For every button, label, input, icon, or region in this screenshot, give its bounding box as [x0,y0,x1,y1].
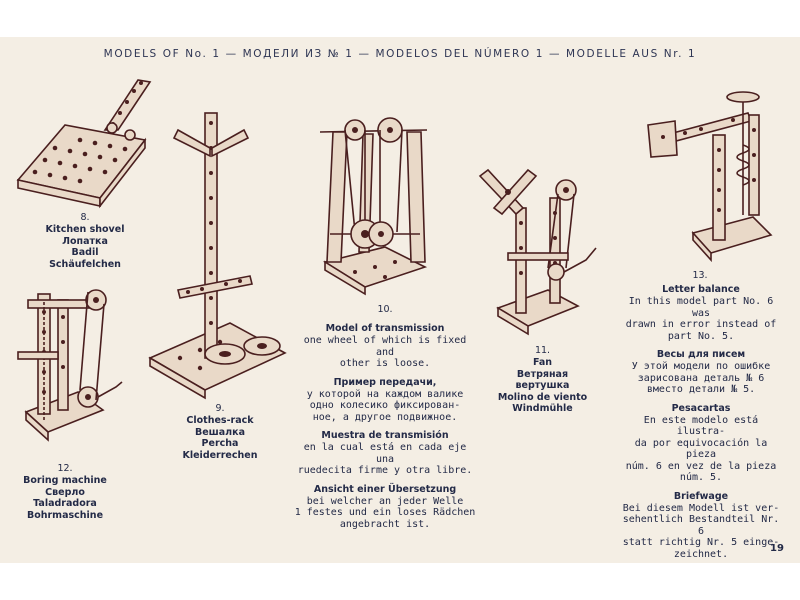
letter-balance-description: Letter balance In this model part No. 6 … [618,284,784,560]
clothes-rack-illustration [148,112,287,400]
model-11-name-ru1: Ветряная [516,368,569,380]
transmission-title-de: Ansicht einer Übersetzung [313,483,457,495]
transmission-text-de: bei welcher an jeder Welle 1 festes und … [294,495,476,530]
transmission-text-es: en la cual está en cada eje una ruedecit… [297,442,473,476]
model-12-caption: 12. Boring machine Сверло Taladradora Bo… [5,463,125,521]
model-12-name-de: Bohrmaschine [26,509,104,521]
letter-balance-text-en: In this model part No. 6 was drawn in er… [625,296,777,342]
model-13-caption: 13. [670,270,730,282]
model-11-name-es: Molino de viento [497,391,588,403]
model-9-name-en: Clothes-rack [186,415,254,426]
transmission-text-en: one wheel of which is fixed and other is… [303,335,467,369]
model-8-name-ru: Лопатка [62,235,108,247]
letter-balance-title-en: Letter balance [662,284,740,295]
model-9-number: 9. [215,403,225,414]
model-10-caption: 10. [355,304,415,316]
model-11-name-de: Windmühle [512,403,573,414]
page-number: 19 [770,543,784,554]
model-11-name-ru2: вертушка [515,380,570,391]
letter-balance-text-es: En este modelo está ilustra- da por equi… [625,414,777,484]
page-header: MODELS OF No. 1 — МОДЕЛИ ИЗ № 1 — MODELO… [103,48,697,60]
model-10-number: 10. [377,304,393,315]
model-8-name-de: Schäufelchen [49,258,121,270]
model-8-caption: 8. Kitchen shovel Лопатка Badil Schäufel… [20,212,150,270]
kitchen-shovel-illustration [16,79,152,209]
boring-machine-illustration [17,289,123,442]
model-12-name-en: Boring machine [23,475,107,486]
model-9-name-de: Kleiderrechen [182,449,258,461]
model-8-number: 8. [80,212,90,223]
model-12-name-es: Taladradora [33,498,97,509]
fan-illustration [478,168,597,336]
model-11-number: 11. [534,345,551,356]
transmission-model-illustration [319,117,428,296]
transmission-title-ru: Пример передачи, [333,376,437,388]
model-11-caption: 11. Fan Ветряная вертушка Molino de vien… [480,345,605,415]
model-9-caption: 9. Clothes-rack Вешалка Percha Kleiderre… [165,403,275,461]
transmission-title-en: Model of transmission [325,323,445,334]
letter-balance-title-de: Briefwage [673,490,729,502]
model-8-name-es: Badil [71,247,99,258]
transmission-description: Model of transmission one wheel of which… [292,323,478,530]
letter-balance-illustration [647,91,773,263]
letter-balance-text-de: Bei diesem Modell ist ver- sehentlich Be… [622,502,780,560]
transmission-title-es: Muestra de transmisión [321,430,449,441]
model-12-number: 12. [57,463,73,474]
model-9-name-ru: Вешалка [194,426,245,438]
transmission-text-ru: у которой на каждом валике одно колесико… [306,388,464,423]
letter-balance-title-ru: Весы для писем [656,349,746,360]
model-13-number: 13. [692,270,708,281]
model-12-name-ru: Сверло [45,486,85,498]
model-8-name-en: Kitchen shovel [45,224,125,235]
letter-balance-title-es: Pesacartas [671,402,731,414]
model-11-name-en: Fan [532,357,553,368]
model-9-name-es: Percha [201,438,239,449]
letter-balance-text-ru: У этой модели по ошибке зарисована детал… [631,361,771,395]
